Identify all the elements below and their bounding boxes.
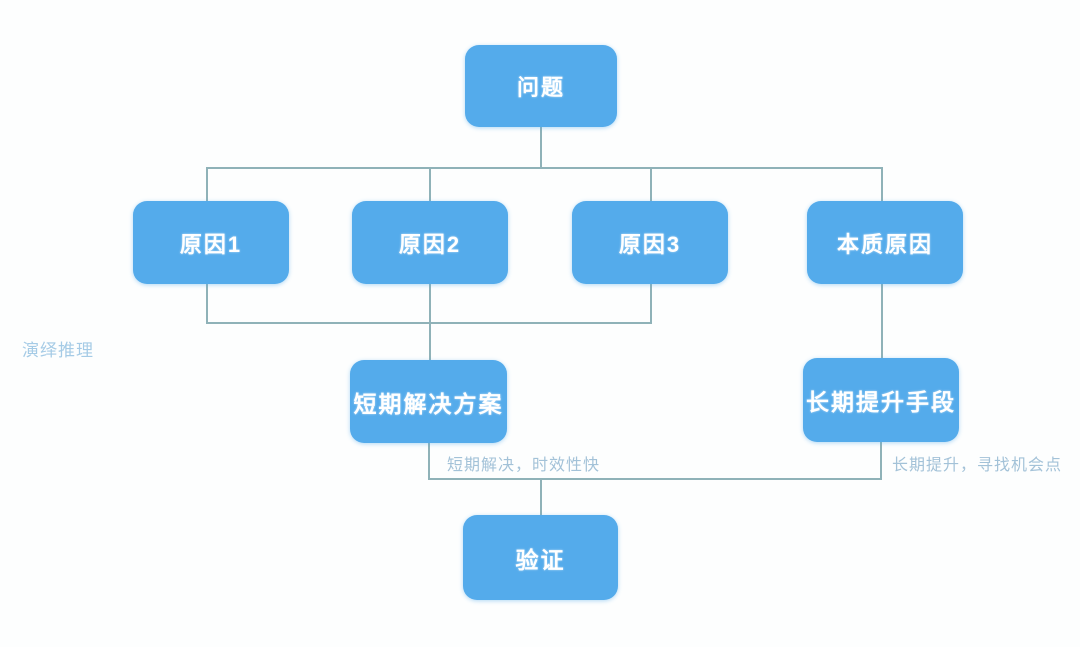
- label-long-term-note: 长期提升，寻找机会点: [892, 457, 1063, 474]
- label-deductive-reasoning: 演绎推理: [22, 341, 94, 360]
- node-problem[interactable]: 问题: [465, 45, 617, 127]
- connector-to-cause3: [650, 167, 652, 202]
- node-cause2[interactable]: 原因2: [352, 201, 508, 284]
- node-short-term-solution[interactable]: 短期解决方案: [350, 360, 507, 443]
- connector-short-term-down: [428, 443, 430, 479]
- connector-verify-horizontal: [428, 478, 882, 480]
- connector-cause3-down: [650, 284, 652, 324]
- connector-root-to-long-term: [881, 284, 883, 360]
- node-cause3[interactable]: 原因3: [572, 201, 728, 284]
- connector-cause1-down: [206, 284, 208, 324]
- connector-long-term-down: [880, 442, 882, 479]
- connector-to-short-term: [429, 322, 431, 360]
- connector-to-verify: [540, 478, 542, 515]
- connector-problem-down: [540, 127, 542, 168]
- connector-causes-horizontal: [206, 167, 883, 169]
- connector-cause2-down: [429, 284, 431, 324]
- node-long-term-improvement[interactable]: 长期提升手段: [803, 358, 959, 442]
- node-cause1[interactable]: 原因1: [133, 201, 289, 284]
- connector-to-cause2: [429, 167, 431, 202]
- node-root-cause[interactable]: 本质原因: [807, 201, 963, 284]
- connector-to-root-cause: [881, 167, 883, 202]
- connector-to-cause1: [206, 167, 208, 202]
- label-short-term-note: 短期解决，时效性快: [447, 457, 601, 474]
- node-verify[interactable]: 验证: [463, 515, 618, 600]
